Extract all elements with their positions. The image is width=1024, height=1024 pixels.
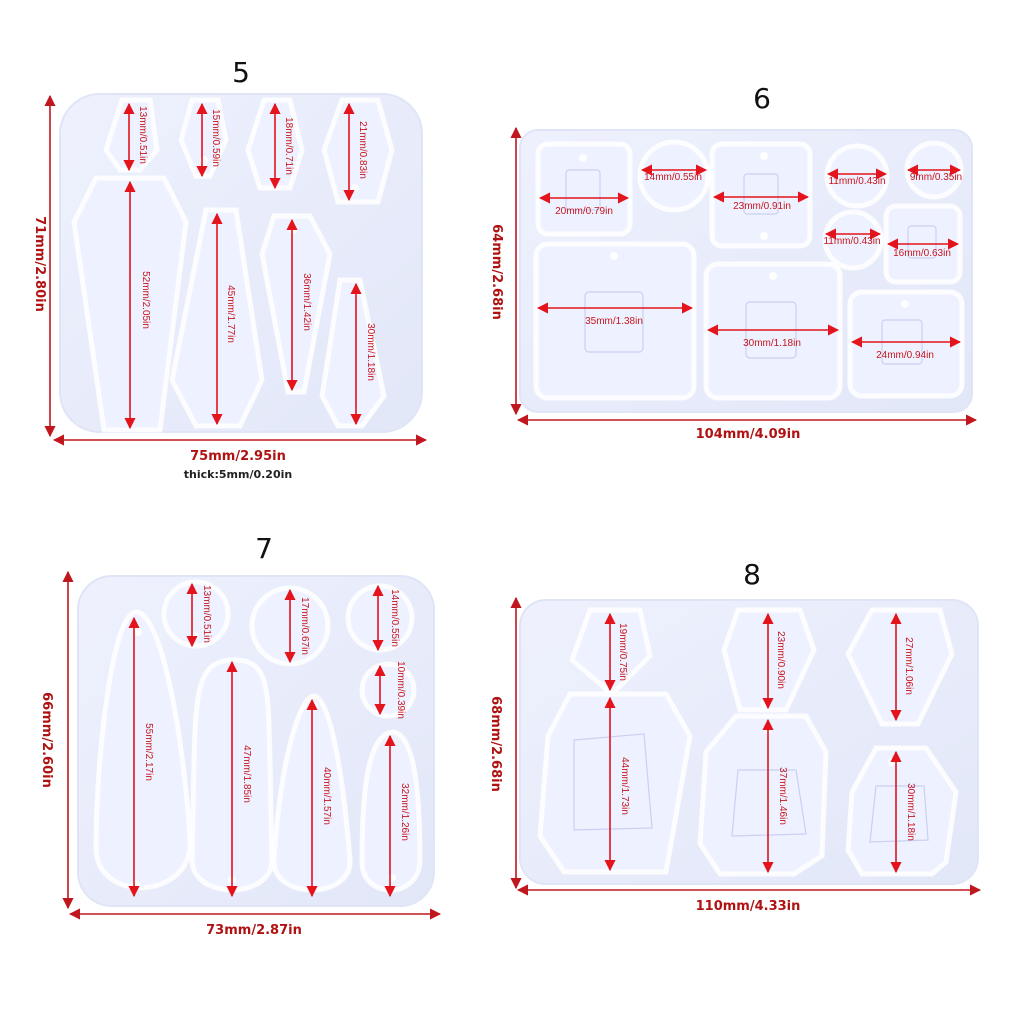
mold-6-cavity-label: 11mm/0.43in xyxy=(823,236,880,247)
mold-5-cavity-label: 13mm/0.51in xyxy=(137,106,148,164)
mold-6-cavity-label: 11mm/0.43in xyxy=(828,176,885,187)
mold-7-number: 7 xyxy=(255,532,273,565)
mold-8-cavity-label: 23mm/0.90in xyxy=(775,631,786,689)
mold-5: 5 13mm/0.51in 15mm/0.59in 18mm/0.71in 21… xyxy=(32,56,428,481)
mold-7-height-label: 66mm/2.60in xyxy=(39,692,54,788)
mold-5-cavity-label: 18mm/0.71in xyxy=(283,117,294,175)
mold-7-cavity-label: 13mm/0.51in xyxy=(201,585,212,643)
mold-7-cavity-label: 47mm/1.85in xyxy=(241,745,252,803)
mold-7-cavity-label: 17mm/0.67in xyxy=(299,597,310,655)
mold-6-cavity-label: 9mm/0.35in xyxy=(910,172,962,183)
cavity xyxy=(321,97,395,205)
mold-8-cavity-label: 27mm/1.06in xyxy=(903,637,914,695)
mold-6-width-label: 104mm/4.09in xyxy=(696,427,801,442)
cavity xyxy=(93,609,193,891)
mold-6-cavity-label: 20mm/0.79in xyxy=(555,206,613,217)
mold-6: 6 20mm/0.79in 14mm/0.55in 23mm/0. xyxy=(489,82,978,442)
mold-8-cavity-label: 30mm/1.18in xyxy=(905,783,916,841)
cavity xyxy=(637,139,711,213)
mold-8-number: 8 xyxy=(743,558,761,591)
mold-8-width-label: 110mm/4.33in xyxy=(696,899,801,914)
mold-6-cavity-label: 30mm/1.18in xyxy=(743,338,801,349)
mold-7-cavity-label: 55mm/2.17in xyxy=(143,723,154,781)
mold-7-width-label: 73mm/2.87in xyxy=(206,923,302,938)
mold-5-cavity-label: 45mm/1.77in xyxy=(225,285,236,343)
mold-7: 7 13mm/0.51in 17mm/0.67in 14mm/0.55in 10… xyxy=(39,532,442,938)
mold-7-cavity-label: 32mm/1.26in xyxy=(399,783,410,841)
mold-7-cavity-label: 10mm/0.39in xyxy=(395,661,406,719)
cavity xyxy=(703,261,843,401)
mold-5-cavity-label: 15mm/0.59in xyxy=(210,109,221,167)
mold-8-height-label: 68mm/2.68in xyxy=(488,696,503,792)
mold-5-thickness-label: thick:5mm/0.20in xyxy=(184,468,292,481)
cavity xyxy=(345,583,415,653)
cavity xyxy=(535,141,633,237)
mold-6-cavity-label: 14mm/0.55in xyxy=(644,172,702,183)
mold-5-height-label: 71mm/2.80in xyxy=(32,216,47,312)
mold-6-cavity-label: 24mm/0.94in xyxy=(876,350,934,361)
cavity xyxy=(537,691,693,875)
mold-6-cavity-label: 35mm/1.38in xyxy=(585,316,643,327)
mold-5-cavity-label: 30mm/1.18in xyxy=(365,323,376,381)
mold-8: 8 19mm/0.75in 23mm/0.90in 27mm/1.06in 44… xyxy=(488,558,982,914)
mold-7-cavity-label: 40mm/1.57in xyxy=(321,767,332,825)
mold-5-cavity-label: 52mm/2.05in xyxy=(140,271,151,329)
cavity xyxy=(697,713,829,877)
mold-5-cavity-label: 36mm/1.42in xyxy=(301,273,312,331)
mold-5-cavity-label: 21mm/0.83in xyxy=(357,121,368,179)
mold-6-cavity-label: 23mm/0.91in xyxy=(733,201,791,212)
mold-5-width-label: 75mm/2.95in xyxy=(190,449,286,464)
cavity xyxy=(533,241,697,401)
mold-8-cavity-label: 44mm/1.73in xyxy=(619,757,630,815)
cavity xyxy=(359,729,423,893)
mold-5-number: 5 xyxy=(232,56,250,89)
cavity xyxy=(822,209,884,271)
cavity xyxy=(845,745,959,877)
mold-8-cavity-label: 37mm/1.46in xyxy=(777,767,788,825)
mold-7-cavity-label: 14mm/0.55in xyxy=(389,589,400,647)
mold-8-cavity-label: 19mm/0.75in xyxy=(617,623,628,681)
mold-6-number: 6 xyxy=(753,82,771,115)
mold-6-height-label: 64mm/2.68in xyxy=(489,224,504,320)
mold-6-cavity-label: 16mm/0.63in xyxy=(893,248,951,259)
cavity xyxy=(709,141,813,249)
